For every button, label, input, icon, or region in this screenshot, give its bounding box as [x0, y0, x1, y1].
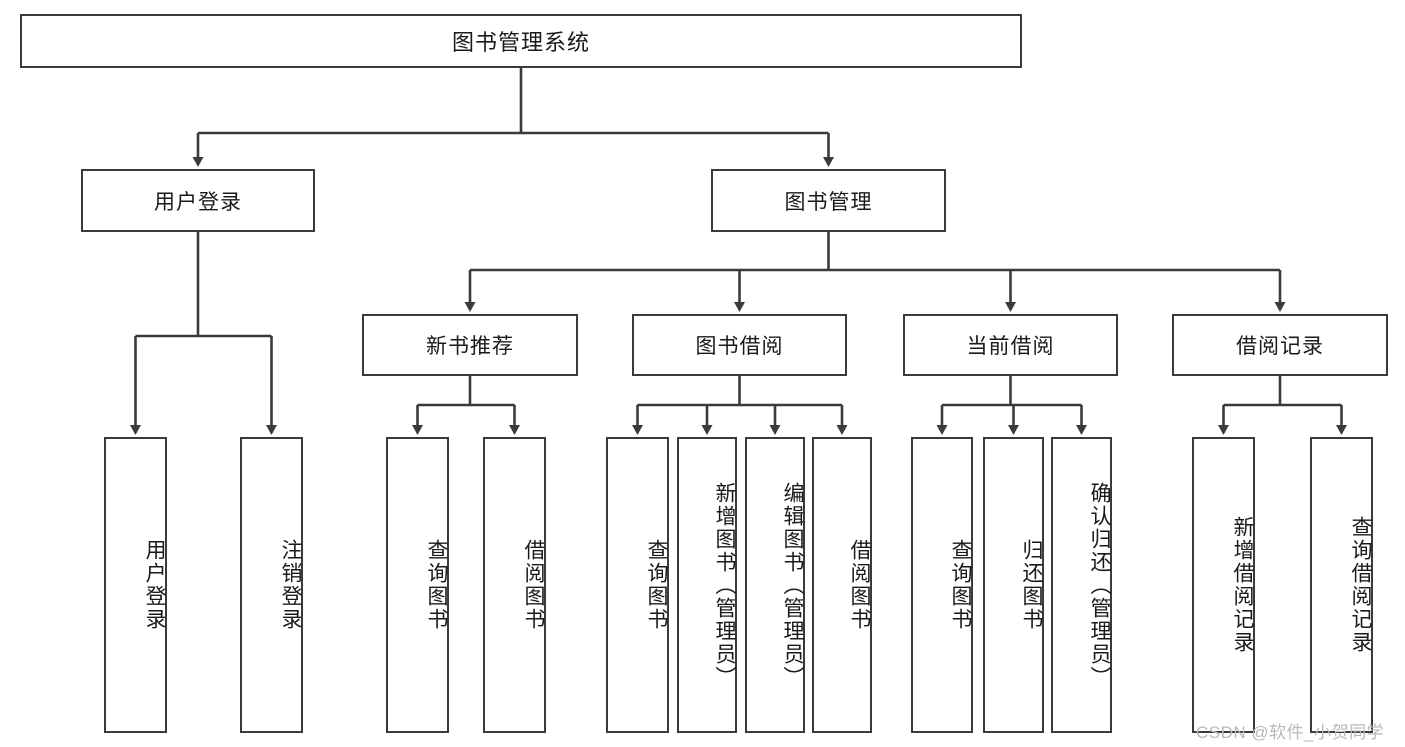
node-label: 借阅图书 [522, 539, 545, 631]
node-label: 借阅记录 [1236, 335, 1324, 358]
node-label: 借阅图书 [848, 539, 871, 631]
node-new-book-recommend[interactable]: 新书推荐 [362, 314, 578, 376]
node-label: 归还图书 [1020, 539, 1043, 631]
leaf-add-borrow-record[interactable]: 新增借阅记录 [1192, 437, 1255, 733]
watermark: CSDN @软件_小贺同学 [1196, 723, 1385, 742]
node-label: 查询借阅记录 [1349, 516, 1372, 654]
node-label: 用户登录 [154, 190, 242, 214]
node-label: 新增图书（管理员） [713, 481, 736, 689]
leaf-edit-book-admin[interactable]: 编辑图书（管理员） [745, 437, 805, 733]
node-user-login[interactable]: 用户登录 [81, 169, 315, 232]
node-label: 图书管理系统 [451, 30, 590, 55]
node-label: 新增借阅记录 [1231, 516, 1254, 654]
node-borrow-record[interactable]: 借阅记录 [1172, 314, 1388, 376]
node-label: 编辑图书（管理员） [781, 481, 804, 689]
leaf-query-borrow-record[interactable]: 查询借阅记录 [1310, 437, 1373, 733]
node-label: 用户登录 [143, 539, 166, 631]
node-label: 新书推荐 [426, 335, 514, 358]
node-label: 当前借阅 [966, 335, 1055, 358]
leaf-logout[interactable]: 注销登录 [240, 437, 303, 733]
leaf-query-book-current[interactable]: 查询图书 [911, 437, 973, 733]
leaf-user-login[interactable]: 用户登录 [104, 437, 167, 733]
node-label: 查询图书 [645, 539, 668, 631]
leaf-borrow-book-recommend[interactable]: 借阅图书 [483, 437, 546, 733]
node-label: 查询图书 [949, 539, 972, 631]
node-label: 查询图书 [425, 539, 448, 631]
leaf-return-book[interactable]: 归还图书 [983, 437, 1044, 733]
node-book-borrow[interactable]: 图书借阅 [632, 314, 847, 376]
leaf-confirm-return-admin[interactable]: 确认归还（管理员） [1051, 437, 1112, 733]
node-label: 图书借阅 [695, 335, 784, 358]
node-current-borrow[interactable]: 当前借阅 [903, 314, 1118, 376]
leaf-borrow-book[interactable]: 借阅图书 [812, 437, 872, 733]
leaf-add-book-admin[interactable]: 新增图书（管理员） [677, 437, 737, 733]
leaf-query-book-borrow[interactable]: 查询图书 [606, 437, 669, 733]
node-label: 注销登录 [279, 539, 302, 631]
node-label: 图书管理 [784, 190, 873, 214]
node-book-management[interactable]: 图书管理 [711, 169, 946, 232]
node-root[interactable]: 图书管理系统 [20, 14, 1022, 68]
leaf-query-book-recommend[interactable]: 查询图书 [386, 437, 449, 733]
node-label: 确认归还（管理员） [1088, 481, 1111, 689]
